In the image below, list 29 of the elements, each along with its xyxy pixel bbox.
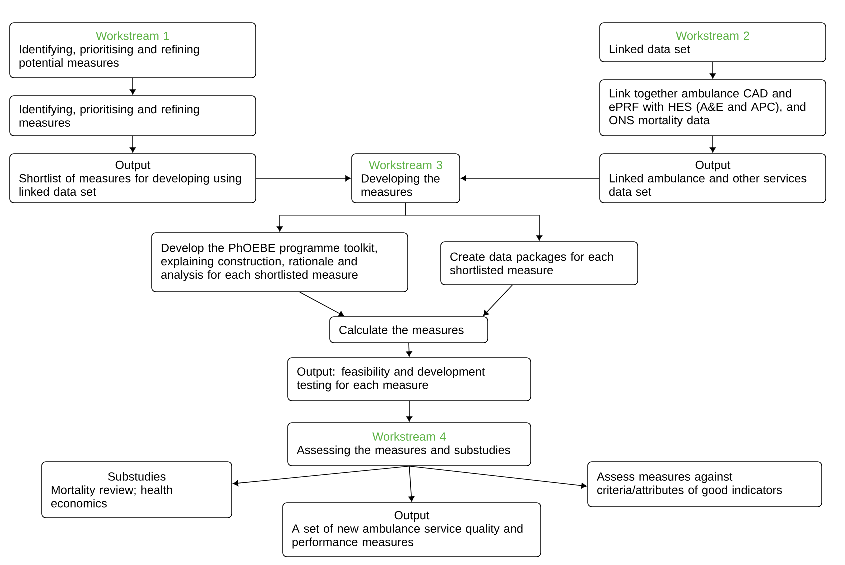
process-box: Calculate the measures bbox=[330, 316, 488, 344]
arrow bbox=[256, 176, 351, 182]
process-box: Workstream 4 Assessing the measures and substudies bbox=[288, 422, 532, 466]
arrow bbox=[710, 62, 716, 79]
arrow bbox=[406, 203, 542, 241]
process-box: Develop the PhOEBE programme toolkit, explaining construction, rationale and analysis for each shortlisted measure bbox=[152, 232, 408, 292]
process-box: Link together ambulance CAD and ePRF with HES (A&E and APC), and ONS mortality data bbox=[600, 80, 826, 136]
arrow bbox=[130, 78, 136, 95]
arrow bbox=[130, 136, 136, 153]
arrow bbox=[408, 466, 415, 502]
process-box: Workstream 3 Developing the measures bbox=[352, 154, 460, 204]
arrow bbox=[483, 285, 513, 316]
process-box: Identifying, prioritising and refining measures bbox=[10, 96, 256, 136]
arrow bbox=[300, 292, 344, 317]
arrow bbox=[409, 466, 587, 489]
process-box: Output Shortlist of measures for developing using linked data set bbox=[10, 154, 256, 204]
arrow bbox=[406, 401, 412, 422]
process-box: Output Linked ambulance and other services data set bbox=[600, 154, 826, 204]
process-box: Substudies Mortality review; health economics bbox=[42, 462, 232, 518]
process-box: Workstream 2 Linked data set bbox=[600, 22, 826, 62]
arrow bbox=[461, 176, 600, 182]
process-box: Output A set of new ambulance service quality and performance measures bbox=[282, 502, 542, 558]
process-box: Output: feasibility and development testing for each measure bbox=[288, 358, 532, 402]
process-box: Workstream 1 Identifying, prioritising and refining potential measures bbox=[10, 22, 256, 78]
arrow bbox=[233, 466, 410, 486]
arrow bbox=[406, 343, 412, 357]
process-box: Assess measures against criteria/attributes of good indicators bbox=[588, 462, 822, 508]
arrow bbox=[710, 136, 716, 153]
process-box: Create data packages for each shortlisted measure bbox=[440, 242, 638, 286]
